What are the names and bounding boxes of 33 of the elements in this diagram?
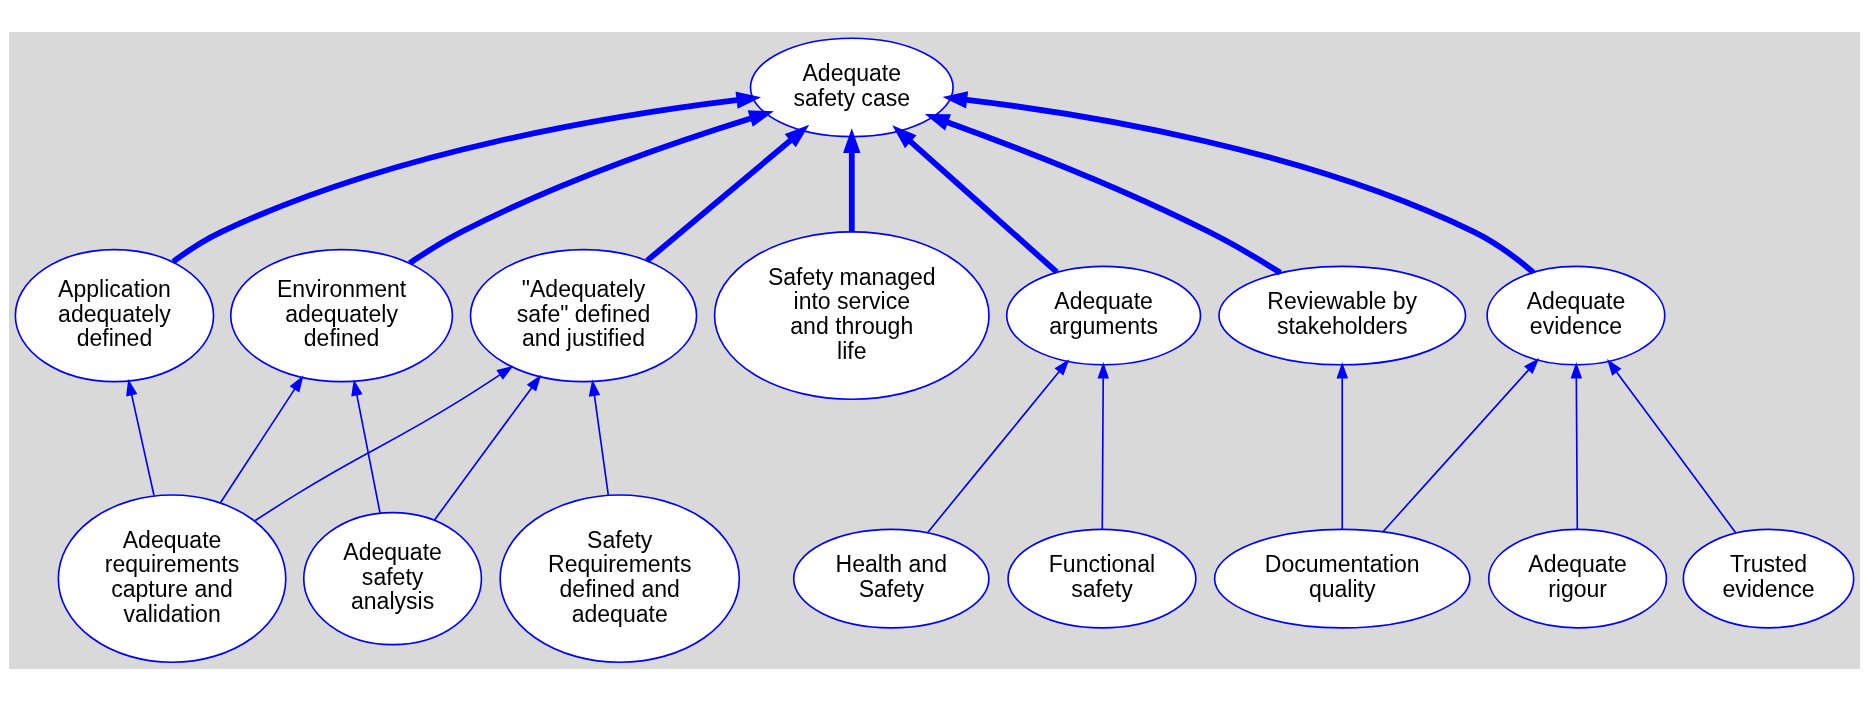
arrow [926,359,1070,534]
node-ellipse: Reviewable by stakeholders [1218,265,1467,366]
node-ellipse: Safety Requirements defined and adequate [499,494,741,664]
arrow [1382,357,1540,533]
node-ellipse: Trusted evidence [1682,528,1855,629]
arrow [588,379,610,496]
node-ellipse: Functional safety [1007,528,1197,629]
node-ellipse: Adequate rigour [1487,528,1668,629]
arrow [1336,362,1348,531]
node-ellipse: Documentation quality [1213,528,1471,629]
arrow [219,375,304,504]
arrow [1097,362,1109,531]
arrow [1606,359,1737,534]
arrow [351,379,381,514]
arrow [126,379,155,497]
arrow [892,125,1059,275]
arrow [433,374,542,521]
arrow [1570,362,1583,531]
arrow [171,91,762,265]
arrow [942,91,1536,275]
arrow [924,114,1282,276]
arrow [645,124,810,263]
arrow [843,128,861,232]
arrow [408,110,774,266]
node-ellipse: Adequate evidence [1486,265,1666,366]
node-ellipse: Adequate arguments [1005,265,1202,366]
node-ellipse: Adequate safety analysis [302,511,483,646]
node-ellipse: Application adequately defined [14,248,215,383]
arrow [254,365,514,522]
node-ellipse: Safety managed into service and through life [713,231,990,401]
node-ellipse: Health and Safety [792,528,990,629]
node-ellipse: Environment adequately defined [229,248,454,383]
node-ellipse: Adequate requirements capture and validation [57,494,287,664]
